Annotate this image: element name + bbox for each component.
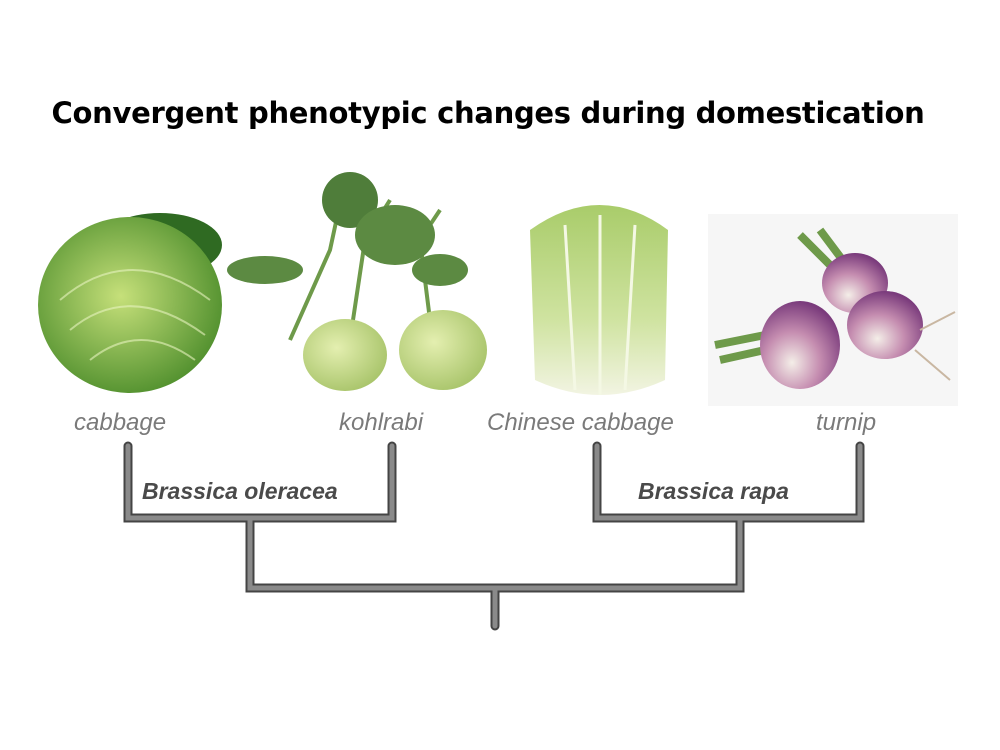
label-cabbage: cabbage [74,409,167,436]
diagram-title: Convergent phenotypic changes during dom… [51,96,925,130]
turnip-image [708,214,958,406]
label-kohlrabi: kohlrabi [339,409,424,436]
species-brassica-oleracea: Brassica oleracea [142,478,338,504]
species-brassica-rapa: Brassica rapa [638,478,789,504]
label-turnip: turnip [816,409,877,436]
cabbage-image [38,213,222,393]
label-chinese-cabbage: Chinese cabbage [487,409,674,436]
kohlrabi-image [227,172,487,391]
chinese-cabbage-image [530,205,668,395]
